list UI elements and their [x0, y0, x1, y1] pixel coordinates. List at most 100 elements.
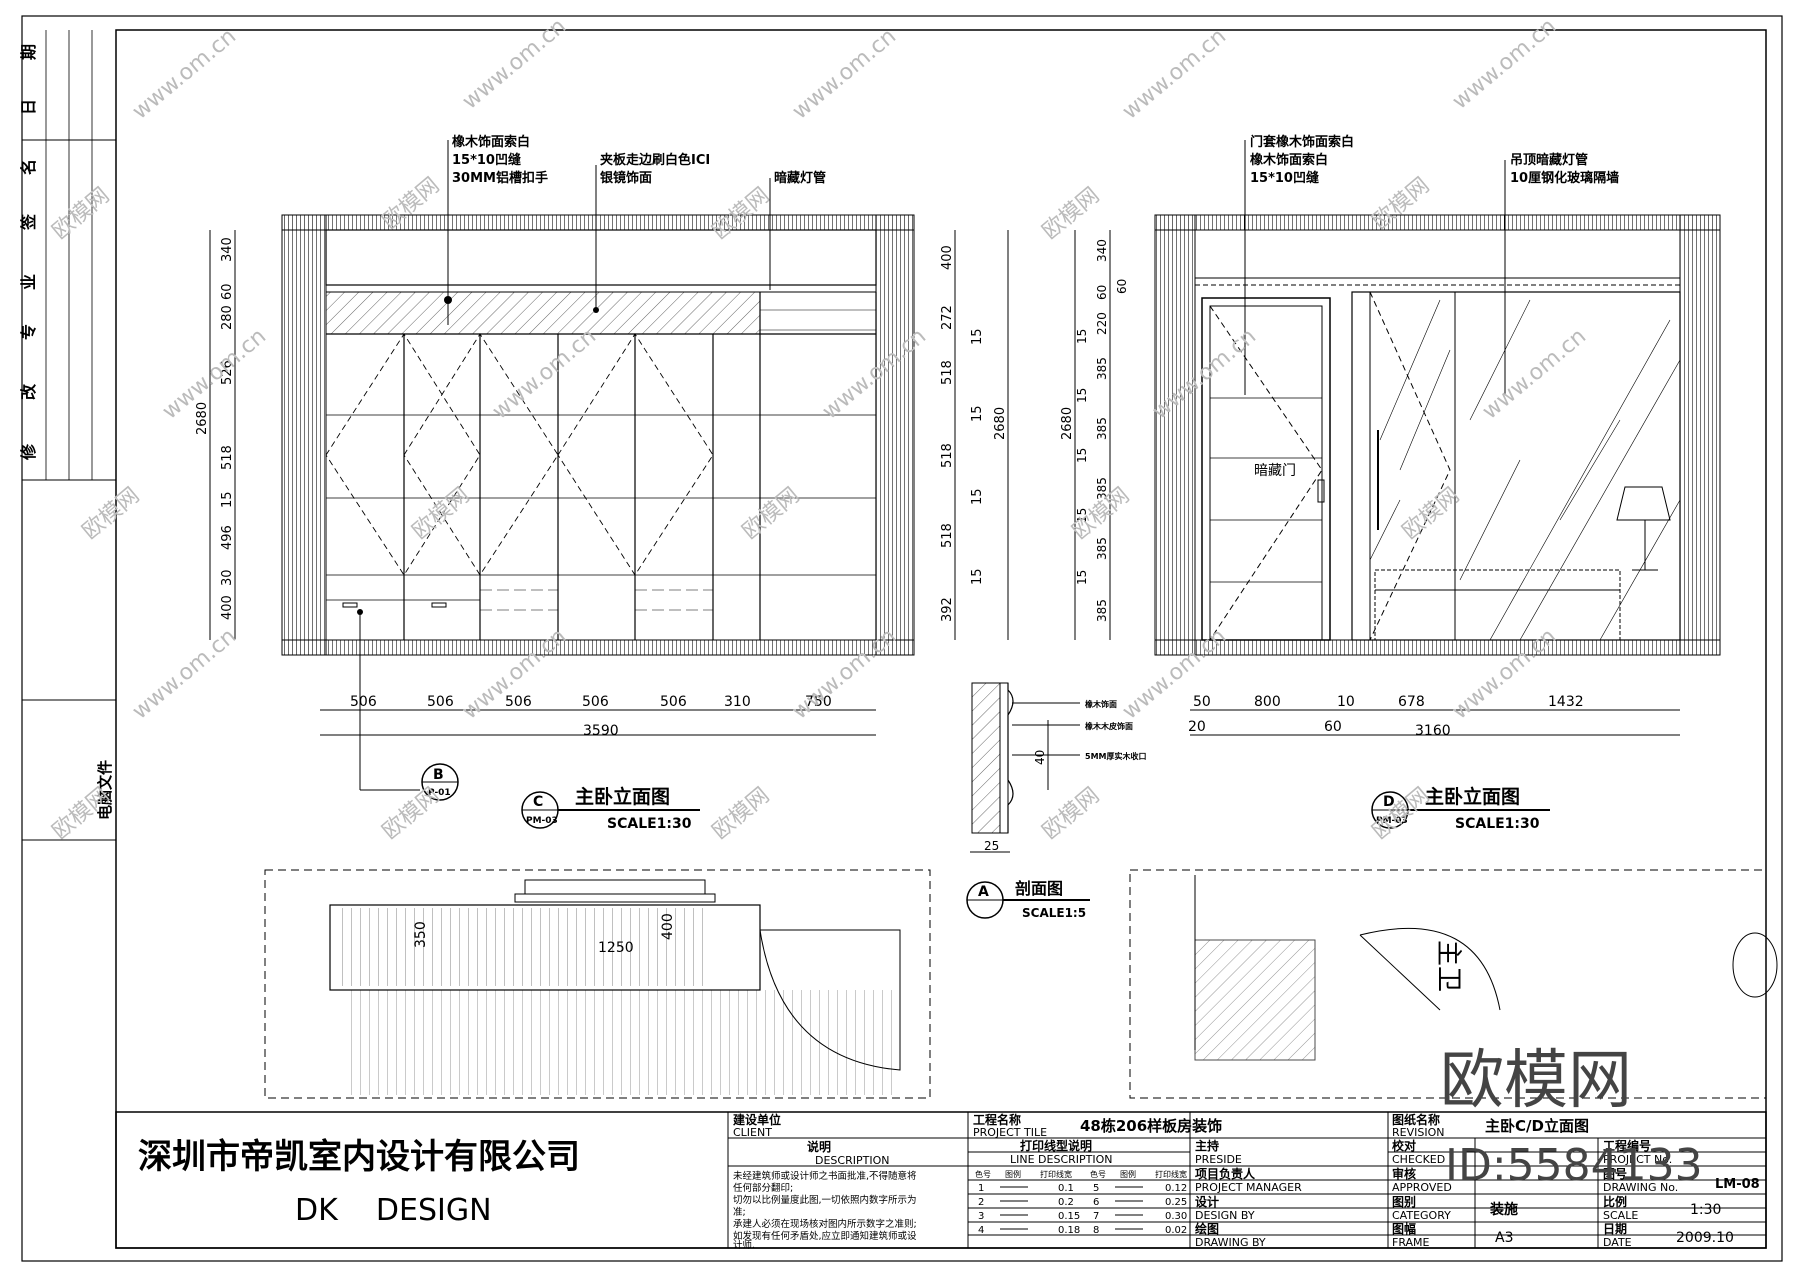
date-value: 2009.10	[1676, 1230, 1734, 1246]
line-spec-cell: 0.15	[1058, 1211, 1080, 1222]
date-cn: 日期	[1603, 1221, 1627, 1236]
note-a-1: 橡木饰面	[1085, 699, 1117, 709]
watermark-site: www.om.cn	[128, 624, 241, 725]
watermark-site: www.om.cn	[488, 324, 601, 425]
dim-d-l-6: 385	[1095, 357, 1109, 380]
tag-d-sheet: PM-03	[1376, 816, 1408, 826]
drawing-no-en: DRAWING No.	[1603, 1181, 1678, 1194]
title-c: 主卧立面图	[575, 785, 670, 808]
line-spec-cell: 7	[1093, 1211, 1099, 1222]
category-en: CATEGORY	[1392, 1209, 1451, 1222]
rev-label-8: 期	[19, 44, 38, 60]
dim-c-l-4: 526	[220, 360, 235, 385]
company-cn: 深圳市帝凯室内设计有限公司	[138, 1137, 580, 1177]
line-desc-cn: 打印线型说明	[1020, 1138, 1092, 1153]
rev-label-3: 专	[19, 324, 38, 340]
dim-c-left-total: 2680	[195, 402, 210, 435]
note-c-4: 夹板走边刷白色ICI	[600, 152, 710, 168]
dim-c-r-4: 518	[940, 360, 955, 385]
note-c-5: 银镜饰面	[600, 170, 652, 186]
note-a-2: 橡木木皮饰面	[1085, 721, 1133, 731]
line-spec-cell: 0.12	[1165, 1183, 1187, 1194]
dim-c-l-1: 340	[220, 237, 235, 262]
note-c-2: 15*10凹缝	[452, 152, 521, 168]
line-spec-cell: 0.25	[1165, 1197, 1187, 1208]
watermark-brand: 欧模网	[78, 483, 145, 545]
note-d-3: 15*10凹缝	[1250, 170, 1319, 186]
role-2-en: PROJECT MANAGER	[1195, 1181, 1302, 1194]
line-spec-cell: 2	[978, 1197, 984, 1208]
desc-line-2: 任何部分翻印;	[733, 1182, 793, 1194]
watermark-site: www.om.cn	[1118, 24, 1231, 125]
dim-d-b-2: 800	[1254, 694, 1281, 710]
watermark-brand: 欧模网	[408, 483, 475, 545]
project-label-en: PROJECT TILE	[973, 1126, 1047, 1139]
dim-c-r-2: 272	[940, 305, 955, 330]
approved-cn: 审核	[1392, 1166, 1416, 1181]
tag-c-letter: C	[533, 794, 543, 810]
dim-d-b-4: 678	[1398, 694, 1425, 710]
dim-c-l-6: 15	[220, 491, 235, 508]
line-spec-cell: 0.2	[1058, 1197, 1074, 1208]
dim-c-r-5: 15	[970, 405, 985, 422]
dim-d-l-13: 15	[1075, 570, 1089, 585]
watermark-site: www.om.cn	[458, 14, 571, 115]
rev-label-2: 改	[19, 383, 38, 400]
tag-c-sheet: PM-03	[526, 816, 558, 826]
watermark-site: www.om.cn	[128, 24, 241, 125]
line-spec-cell: 0.1	[1058, 1183, 1074, 1194]
watermark-brand: 欧模网	[378, 783, 445, 845]
dim-c-l-7: 496	[220, 525, 235, 550]
dim-d-l-4: 220	[1095, 312, 1109, 335]
frame-value: A3	[1495, 1230, 1513, 1246]
rev-label-7: 日	[19, 99, 38, 115]
drawing-no-cn: 图号	[1603, 1166, 1627, 1181]
watermark-site: www.om.cn	[1448, 14, 1561, 115]
watermark-brand: 欧模网	[1038, 783, 1105, 845]
dim-d-b2-2: 60	[1324, 719, 1342, 735]
sheet-border	[21, 15, 1783, 1262]
lh-5: 图例	[1120, 1169, 1136, 1179]
dim-d-l-10: 385	[1095, 477, 1109, 500]
frame-cn: 图幅	[1392, 1221, 1416, 1236]
section-a: 橡木饰面 橡木木皮饰面 5MM厚实木收口 40 25 A 剖面图 SCALE1:…	[966, 682, 1147, 920]
plan-left: 350 1250 400	[264, 869, 931, 1099]
note-a-3: 5MM厚实木收口	[1085, 751, 1147, 761]
drawing-name-label-cn: 图纸名称	[1392, 1112, 1440, 1127]
scale-c: SCALE1:30	[607, 816, 692, 832]
watermark-site: www.om.cn	[1478, 324, 1591, 425]
dim-d-l-9: 15	[1075, 448, 1089, 463]
date-en: DATE	[1603, 1236, 1632, 1249]
line-desc-en: LINE DESCRIPTION	[1010, 1153, 1113, 1166]
dim-d-l-14: 385	[1095, 599, 1109, 622]
checked-cn: 校对	[1392, 1138, 1416, 1153]
tag-b-sheet: P-01	[428, 788, 451, 798]
role-1-cn: 主持	[1195, 1138, 1219, 1153]
dim-d-b-total: 3160	[1415, 723, 1451, 739]
plan-dim-2: 1250	[598, 940, 634, 956]
dim-c-r-10: 392	[940, 597, 955, 622]
title-block-text: 深圳市帝凯室内设计有限公司 DK DESIGN 建设单位 CLIENT 说明 D…	[138, 1112, 1760, 1251]
desc-line-7: 计师.	[733, 1239, 755, 1251]
rev-label-5: 签	[19, 213, 38, 231]
tag-a-letter: A	[978, 884, 989, 900]
dim-c-r-7: 15	[970, 488, 985, 505]
client-label-en: CLIENT	[733, 1126, 772, 1139]
elevation-d: 暗藏门 门套橡木饰面索白 橡木饰面索白	[1060, 134, 1721, 832]
project-no-cn: 工程编号	[1603, 1138, 1651, 1153]
dim-d-l-3: 60	[1115, 279, 1129, 294]
rev-label-4: 业	[19, 274, 38, 290]
watermark-site: www.om.cn	[788, 24, 901, 125]
approved-en: APPROVED	[1392, 1181, 1452, 1194]
dim-d-l-12: 385	[1095, 537, 1109, 560]
watermark-brand: 欧模网	[738, 483, 805, 545]
company-en: DK DESIGN	[295, 1193, 492, 1228]
plan-right: 主卫	[1129, 869, 1778, 1099]
watermark-site: www.om.cn	[788, 624, 901, 725]
scale-d: SCALE1:30	[1455, 816, 1540, 832]
client-label-cn: 建设单位	[732, 1112, 781, 1127]
room-label: 主卫	[1433, 940, 1463, 992]
category-value: 装施	[1489, 1201, 1518, 1218]
plan-dim-3: 400	[660, 913, 676, 940]
role-1-en: PRESIDE	[1195, 1153, 1242, 1166]
